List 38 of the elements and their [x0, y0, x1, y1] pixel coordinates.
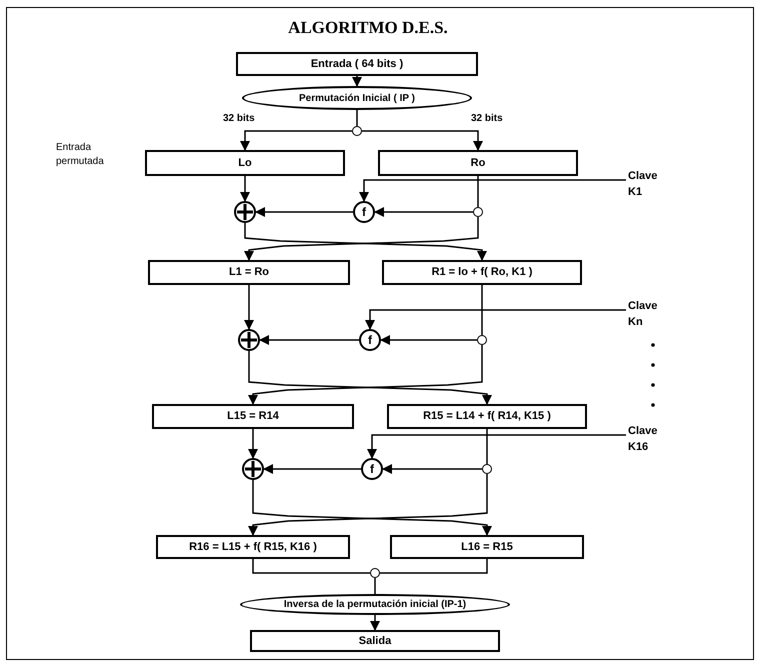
arrow [240, 130, 352, 151]
process-box: L15 = R14 [152, 404, 354, 429]
process-ellipse: Permutación Inicial ( IP ) [242, 86, 472, 110]
arrow [244, 285, 254, 330]
arrow [255, 207, 353, 217]
key-label: Clave K1 [628, 168, 668, 202]
process-box: R16 = L15 + f( R15, K16 ) [156, 535, 350, 559]
arrow [244, 217, 479, 261]
side-note: Entrada permutada [56, 141, 105, 169]
arrow [248, 429, 258, 459]
process-box: R15 = L14 + f( R14, K15 ) [387, 404, 587, 429]
process-box: Ro [378, 150, 578, 176]
process-box: Salida [250, 630, 500, 652]
arrow [362, 130, 483, 151]
xor-symbol [238, 329, 260, 351]
arrow [240, 176, 250, 202]
arrow [367, 434, 626, 459]
process-box: Lo [145, 150, 345, 176]
arrow [382, 464, 482, 474]
xor-symbol [234, 201, 256, 223]
arrow [263, 464, 361, 474]
arrow [352, 76, 362, 87]
process-box: L1 = Ro [148, 260, 350, 285]
key-label: Clave Kn [628, 298, 668, 332]
arrow [244, 223, 487, 261]
arrow [259, 335, 359, 345]
process-box: Entrada ( 64 bits ) [236, 52, 478, 76]
arrow [380, 335, 477, 345]
process-box: L16 = R15 [390, 535, 584, 559]
process-box: R1 = lo + f( Ro, K1 ) [382, 260, 582, 285]
arrow [370, 615, 380, 631]
xor-symbol [242, 458, 264, 480]
arrow [374, 207, 473, 217]
key-label: Clave K16 [628, 423, 668, 457]
arrow [359, 179, 626, 202]
process-ellipse: Inversa de la permutación inicial (IP-1) [240, 594, 510, 615]
arrow [365, 309, 626, 330]
diagram-title: ALGORITMO D.E.S. [287, 18, 449, 38]
